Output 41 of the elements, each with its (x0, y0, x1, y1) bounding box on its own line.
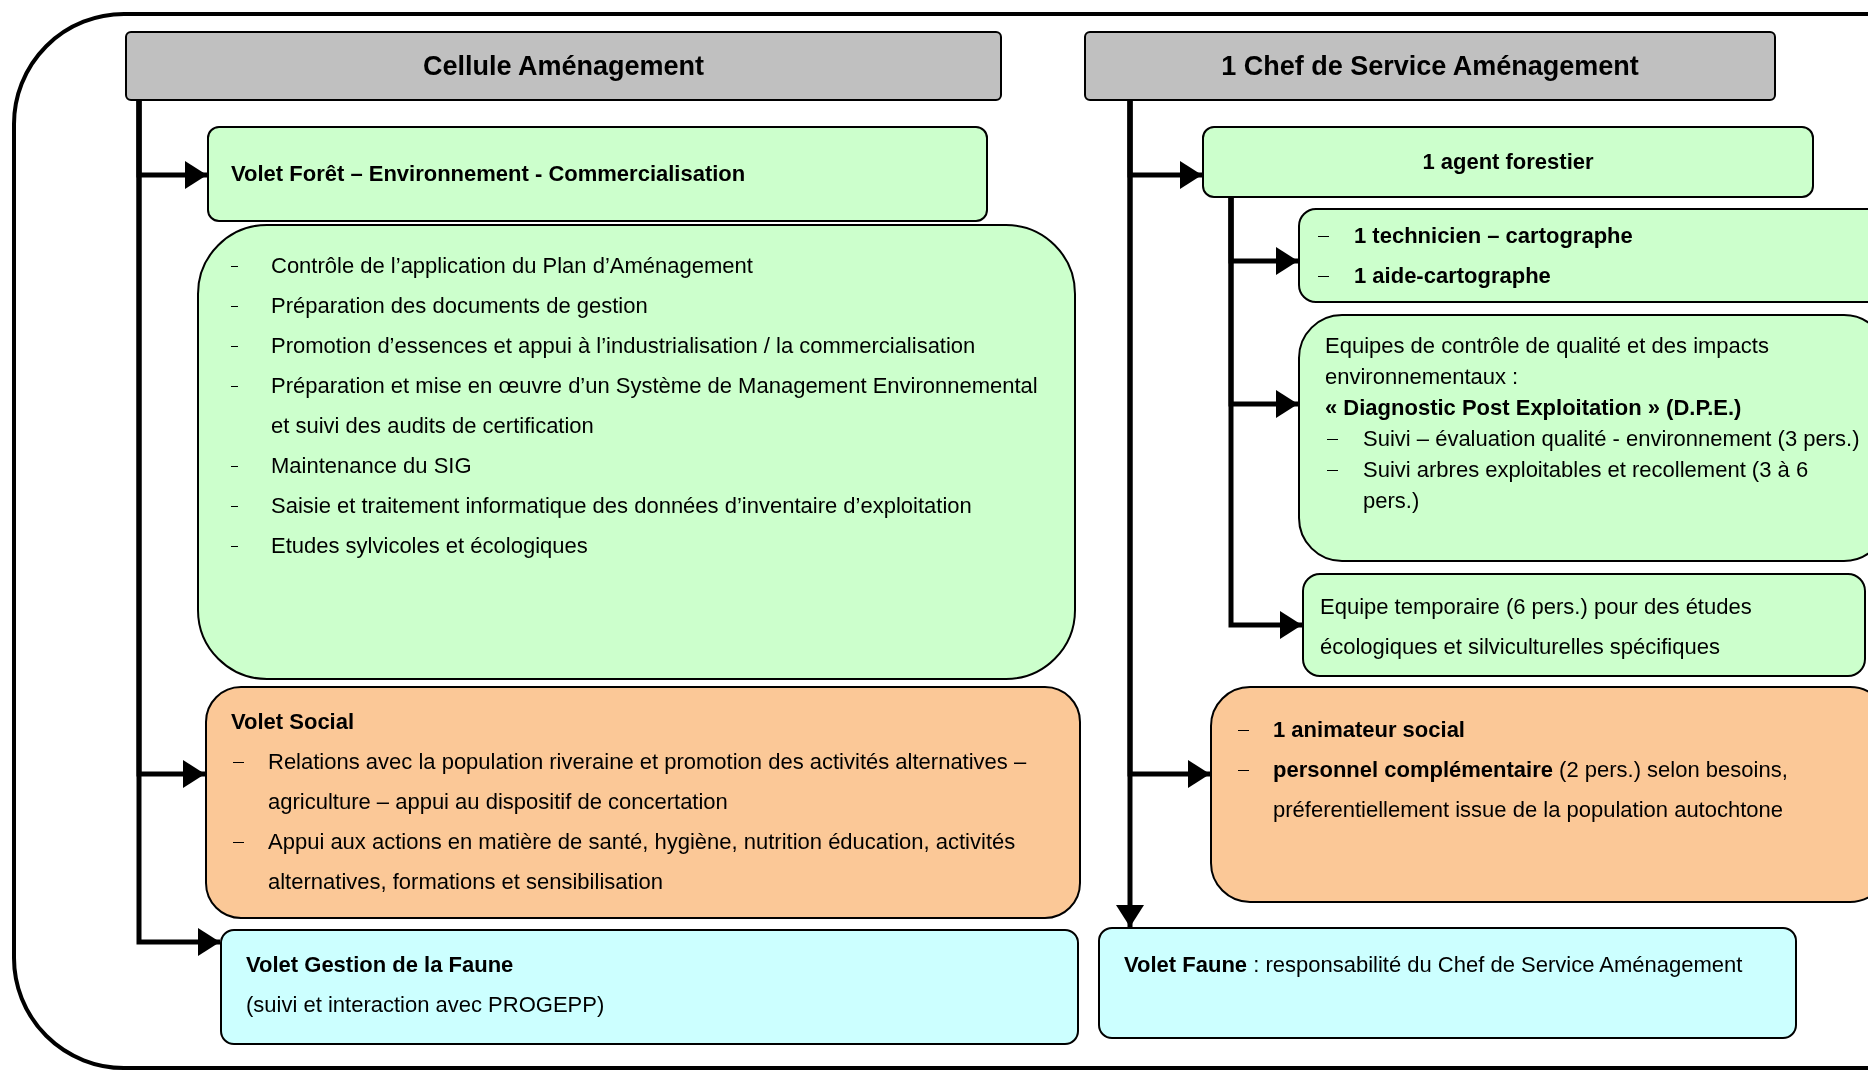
header-title: 1 Chef de Service Aménagement (1220, 51, 1640, 81)
list-item-text: Promotion d’essences et appui à l’industrialisation / la commercialisation (271, 332, 976, 360)
list-item-text: Suivi arbres exploitables et recollement (3 à 6 pers.) (1363, 456, 1810, 515)
content-box (1302, 573, 1866, 677)
body-text: Volet Faune : responsabilité du Chef de Service Aménagement (1124, 951, 1744, 979)
list-item-text: Suivi – évaluation qualité - environnement (3 pers.) (1363, 425, 1860, 453)
heading-text: Volet Gestion de la Faune (246, 951, 515, 979)
list-item-text: Etudes sylvicoles et écologiques (271, 532, 588, 560)
content-box (1202, 126, 1814, 198)
heading-text: Volet Forêt – Environnement - Commercialisation (231, 160, 747, 188)
content-box (205, 686, 1081, 919)
list-item-text: Appui aux actions en matière de santé, hygiène, nutrition éducation, activités alternatives, formations et sensibilisation (268, 828, 1017, 896)
content-box (1298, 314, 1868, 562)
list-item-text: 1 aide-cartographe (1354, 262, 1551, 290)
heading-text: « Diagnostic Post Exploitation » (D.P.E.) (1325, 394, 1743, 422)
content-box (207, 126, 988, 222)
list-item-text: Préparation des documents de gestion (271, 292, 648, 320)
list-item-text: Saisie et traitement informatique des données d’inventaire d’exploitation (271, 492, 972, 520)
body-text: Equipe temporaire (6 pers.) pour des études écologiques et silviculturelles spécifiques (1320, 593, 1753, 661)
content-box (1210, 686, 1868, 903)
header-title: Cellule Aménagement (421, 51, 706, 81)
arrow (1228, 198, 1302, 639)
heading-text: 1 agent forestier (1421, 148, 1595, 176)
arrow (136, 101, 220, 956)
content-box (1098, 927, 1797, 1039)
header-box (125, 31, 1002, 101)
list-item-text: 1 animateur social (1273, 716, 1465, 744)
list-item-text: personnel complémentaire (2 pers.) selon besoins, préferentiellement issue de la population autochtone (1273, 756, 1789, 824)
content-box (220, 929, 1079, 1045)
arrow (1116, 101, 1144, 927)
content-box (1298, 208, 1868, 303)
content-box (197, 224, 1076, 680)
heading-text: Volet Social (231, 708, 356, 736)
body-text: (suivi et interaction avec PROGEPP) (246, 991, 606, 1019)
header-box (1084, 31, 1776, 101)
list-item-text: Contrôle de l’application du Plan d’Aménagement (271, 252, 753, 280)
list-item-text: 1 technicien – cartographe (1354, 222, 1633, 250)
list-item-text: Relations avec la population riveraine et promotion des activités alternatives – agriculture – appui au dispositif de concertation (268, 748, 1028, 816)
body-text: Equipes de contrôle de qualité et des impacts environnementaux : (1325, 332, 1770, 391)
list-item-text: Préparation et mise en œuvre d’un Système de Management Environnemental et suivi des audits de certification (271, 372, 1039, 440)
list-item-text: Maintenance du SIG (271, 452, 472, 480)
